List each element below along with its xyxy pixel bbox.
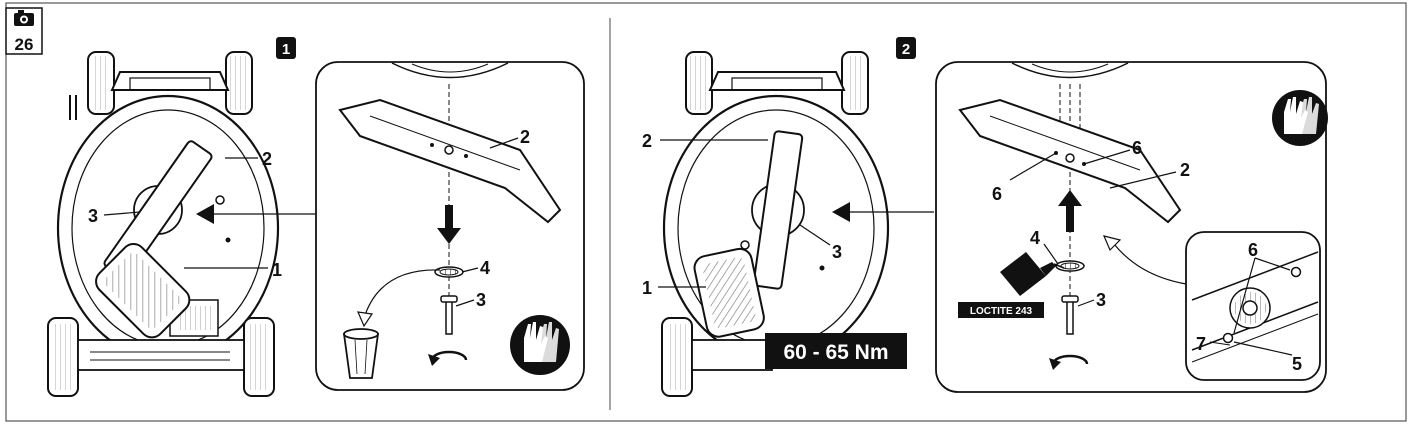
label-blade-1: 2 bbox=[262, 149, 272, 169]
label-cover-2: 1 bbox=[642, 278, 652, 298]
step-badge-2: 2 bbox=[896, 37, 916, 59]
mower-underside-1 bbox=[47, 51, 280, 397]
inset-label-holes: 6 bbox=[1248, 240, 1258, 260]
pointer-arrow-2 bbox=[832, 202, 850, 222]
step-badge-1: 1 bbox=[276, 37, 296, 59]
label-screw-2: 3 bbox=[832, 242, 842, 262]
label-cover-1: 1 bbox=[272, 260, 282, 280]
label-screw-1: 3 bbox=[88, 206, 98, 226]
adhesive-badge: LOCTITE 243 bbox=[958, 302, 1044, 318]
torque-badge: 60 - 65 Nm bbox=[765, 333, 907, 369]
adhesive-bottle-icon bbox=[1000, 252, 1065, 296]
step-number-2: 2 bbox=[902, 41, 910, 58]
pointer-arrow-1 bbox=[196, 204, 214, 224]
torque-value: 60 - 65 Nm bbox=[783, 341, 888, 364]
detail-label-screw-1: 3 bbox=[476, 290, 486, 310]
detail-label-washer-2: 4 bbox=[1030, 228, 1040, 248]
step-number-1: 1 bbox=[282, 41, 290, 58]
detail-box-1: 2 4 3 bbox=[315, 61, 585, 391]
gloves-icon bbox=[510, 315, 570, 375]
inset-label-pin: 7 bbox=[1196, 334, 1206, 354]
detail-label-blade-1: 2 bbox=[520, 127, 530, 147]
up-arrow-2 bbox=[1058, 190, 1082, 206]
detail-label-screw-2: 3 bbox=[1096, 290, 1106, 310]
adhesive-name: LOCTITE 243 bbox=[970, 306, 1033, 317]
gloves-icon bbox=[1272, 90, 1328, 146]
detail-label-hole-left: 6 bbox=[992, 184, 1002, 204]
detail-box-2: LOCTITE 243 bbox=[935, 61, 1328, 393]
figure-number: 26 bbox=[15, 35, 34, 54]
inset-label-washer-teeth: 5 bbox=[1292, 354, 1302, 374]
detail-label-blade-2: 2 bbox=[1180, 160, 1190, 180]
waste-bin-icon bbox=[342, 328, 380, 379]
figure-frame bbox=[5, 2, 1407, 422]
detail-label-hole-right: 6 bbox=[1132, 138, 1142, 158]
down-arrow-1 bbox=[437, 228, 461, 244]
figure-badge: 26 bbox=[5, 7, 43, 55]
panel-2: 2 bbox=[642, 37, 1328, 397]
panel-1: 1 bbox=[47, 37, 585, 397]
detail-label-washer-1: 4 bbox=[480, 258, 490, 278]
mower-underside-2 bbox=[661, 51, 890, 397]
label-blade-2: 2 bbox=[642, 131, 652, 151]
camera-icon bbox=[14, 10, 34, 26]
